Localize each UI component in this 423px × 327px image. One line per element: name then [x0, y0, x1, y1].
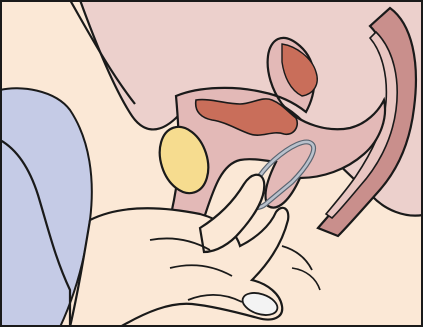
anatomical-illustration [0, 0, 423, 327]
illustration-canvas [0, 0, 423, 327]
